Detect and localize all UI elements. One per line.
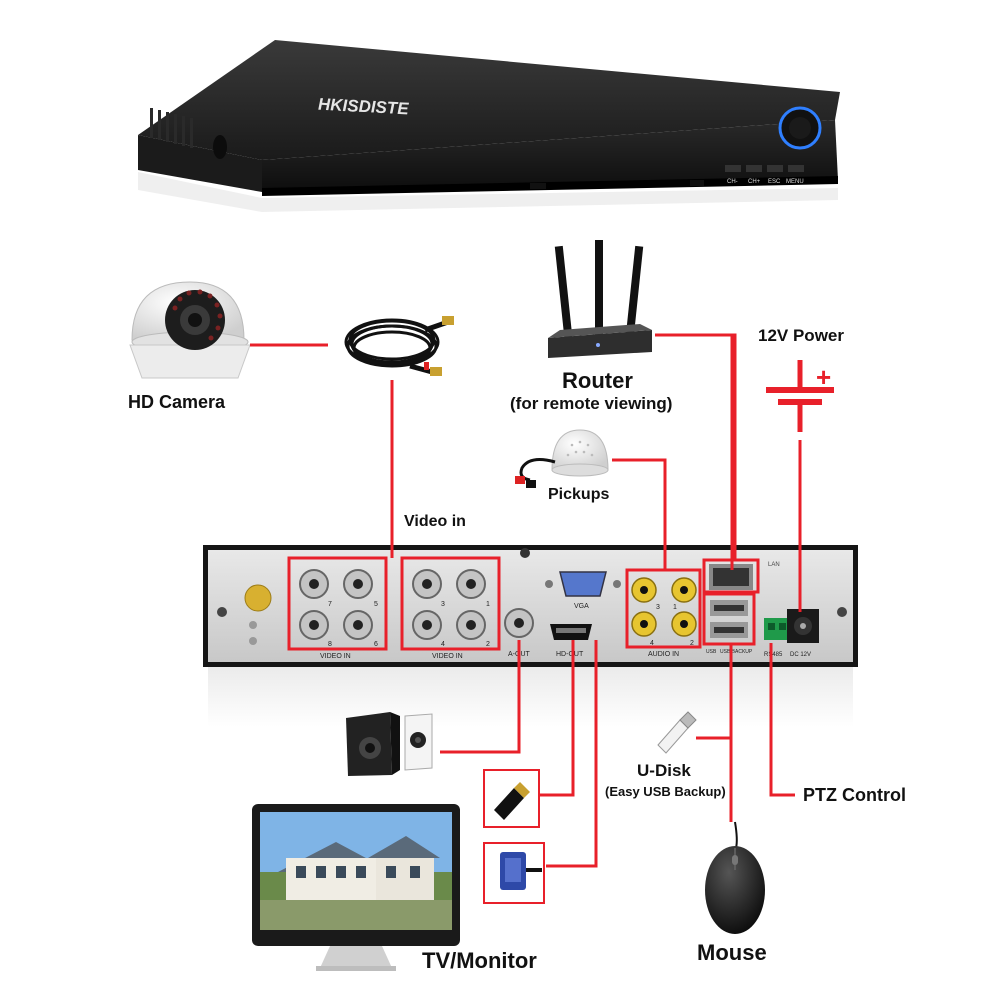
bnc-cable-coil-icon [344,316,454,376]
nvr-rear-panel: 7 5 8 6 3 1 4 2 VIDEO IN VIDEO IN A-OUT [203,545,858,727]
label-router: Router [562,368,633,393]
ch-label-7: 7 [328,601,332,608]
brand-logo: HKISDISTE [318,95,409,119]
usb-backup-label: USB BACKUP [720,649,753,655]
ch-label-3: 3 [441,601,445,608]
audio-pickup-icon [515,429,609,488]
vga-cable-icon [483,842,545,904]
label-router-note: (for remote viewing) [510,394,673,413]
power-plus-sign: + [816,362,831,392]
tv-monitor-icon [252,804,460,971]
audio-ch-1: 1 [673,604,677,611]
label-ptz-control: PTZ Control [803,785,906,805]
rs485-terminal: RS485 [764,618,790,658]
ch-label-2: 2 [486,641,490,648]
front-buttons: CH- CH+ ESC MENU [725,165,804,185]
btn-ch-minus[interactable]: CH- [727,179,738,185]
label-hd-camera: HD Camera [128,392,226,412]
router-icon [548,240,652,358]
label-u-disk: U-Disk [637,761,691,780]
audio-ch-4: 4 [650,640,654,647]
vga-port: VGA [545,571,621,610]
hdmi-cable-icon [483,769,540,828]
ch-label-1: 1 [486,601,490,608]
video-in-port-label-right: VIDEO IN [432,653,463,660]
dome-camera-icon [129,281,251,379]
ch-label-8: 8 [328,641,332,648]
label-mouse: Mouse [697,940,767,965]
btn-ch-plus[interactable]: CH+ [748,179,761,185]
bnc-video-inputs: 7 5 8 6 3 1 4 2 VIDEO IN VIDEO IN [287,556,501,660]
ch-label-6: 6 [374,641,378,648]
btn-esc[interactable]: ESC [768,179,781,185]
lan-label: LAN [768,562,780,568]
connection-lines [250,333,802,868]
btn-menu[interactable]: MENU [786,179,804,185]
nvr-front-unit: HKISDISTE CH- CH+ ESC MENU [138,40,840,212]
audio-ch-3: 3 [656,604,660,611]
ch-label-4: 4 [441,641,445,648]
hdmi-port: HD-OUT [550,624,592,658]
dc-power-jack: DC 12V [787,609,819,658]
label-video-in: Video in [404,513,466,530]
usb-flash-drive-icon [657,711,697,754]
label-u-disk-note: (Easy USB Backup) [605,784,726,799]
ground-screw [244,584,272,612]
label-pickups: Pickups [548,486,610,503]
audio-ch-2: 2 [690,640,694,647]
speakers-icon [346,712,433,776]
dc-power-symbol [766,360,834,432]
audio-in-rca-ports: 3 1 4 2 AUDIO IN [625,568,702,658]
video-in-port-label-left: VIDEO IN [320,653,351,660]
mouse-icon [705,821,765,934]
hd-out-label: HD-OUT [556,651,584,658]
usb-ports: USB USB BACKUP [702,592,756,655]
usb-label: USB [706,649,717,655]
label-tv-monitor: TV/Monitor [422,948,537,973]
label-12v-power: 12V Power [758,326,844,345]
rs485-label: RS485 [764,652,783,658]
dc-label: DC 12V [790,652,811,658]
ch-label-5: 5 [374,601,378,608]
vga-label: VGA [574,603,589,610]
audio-in-label: AUDIO IN [648,651,679,658]
